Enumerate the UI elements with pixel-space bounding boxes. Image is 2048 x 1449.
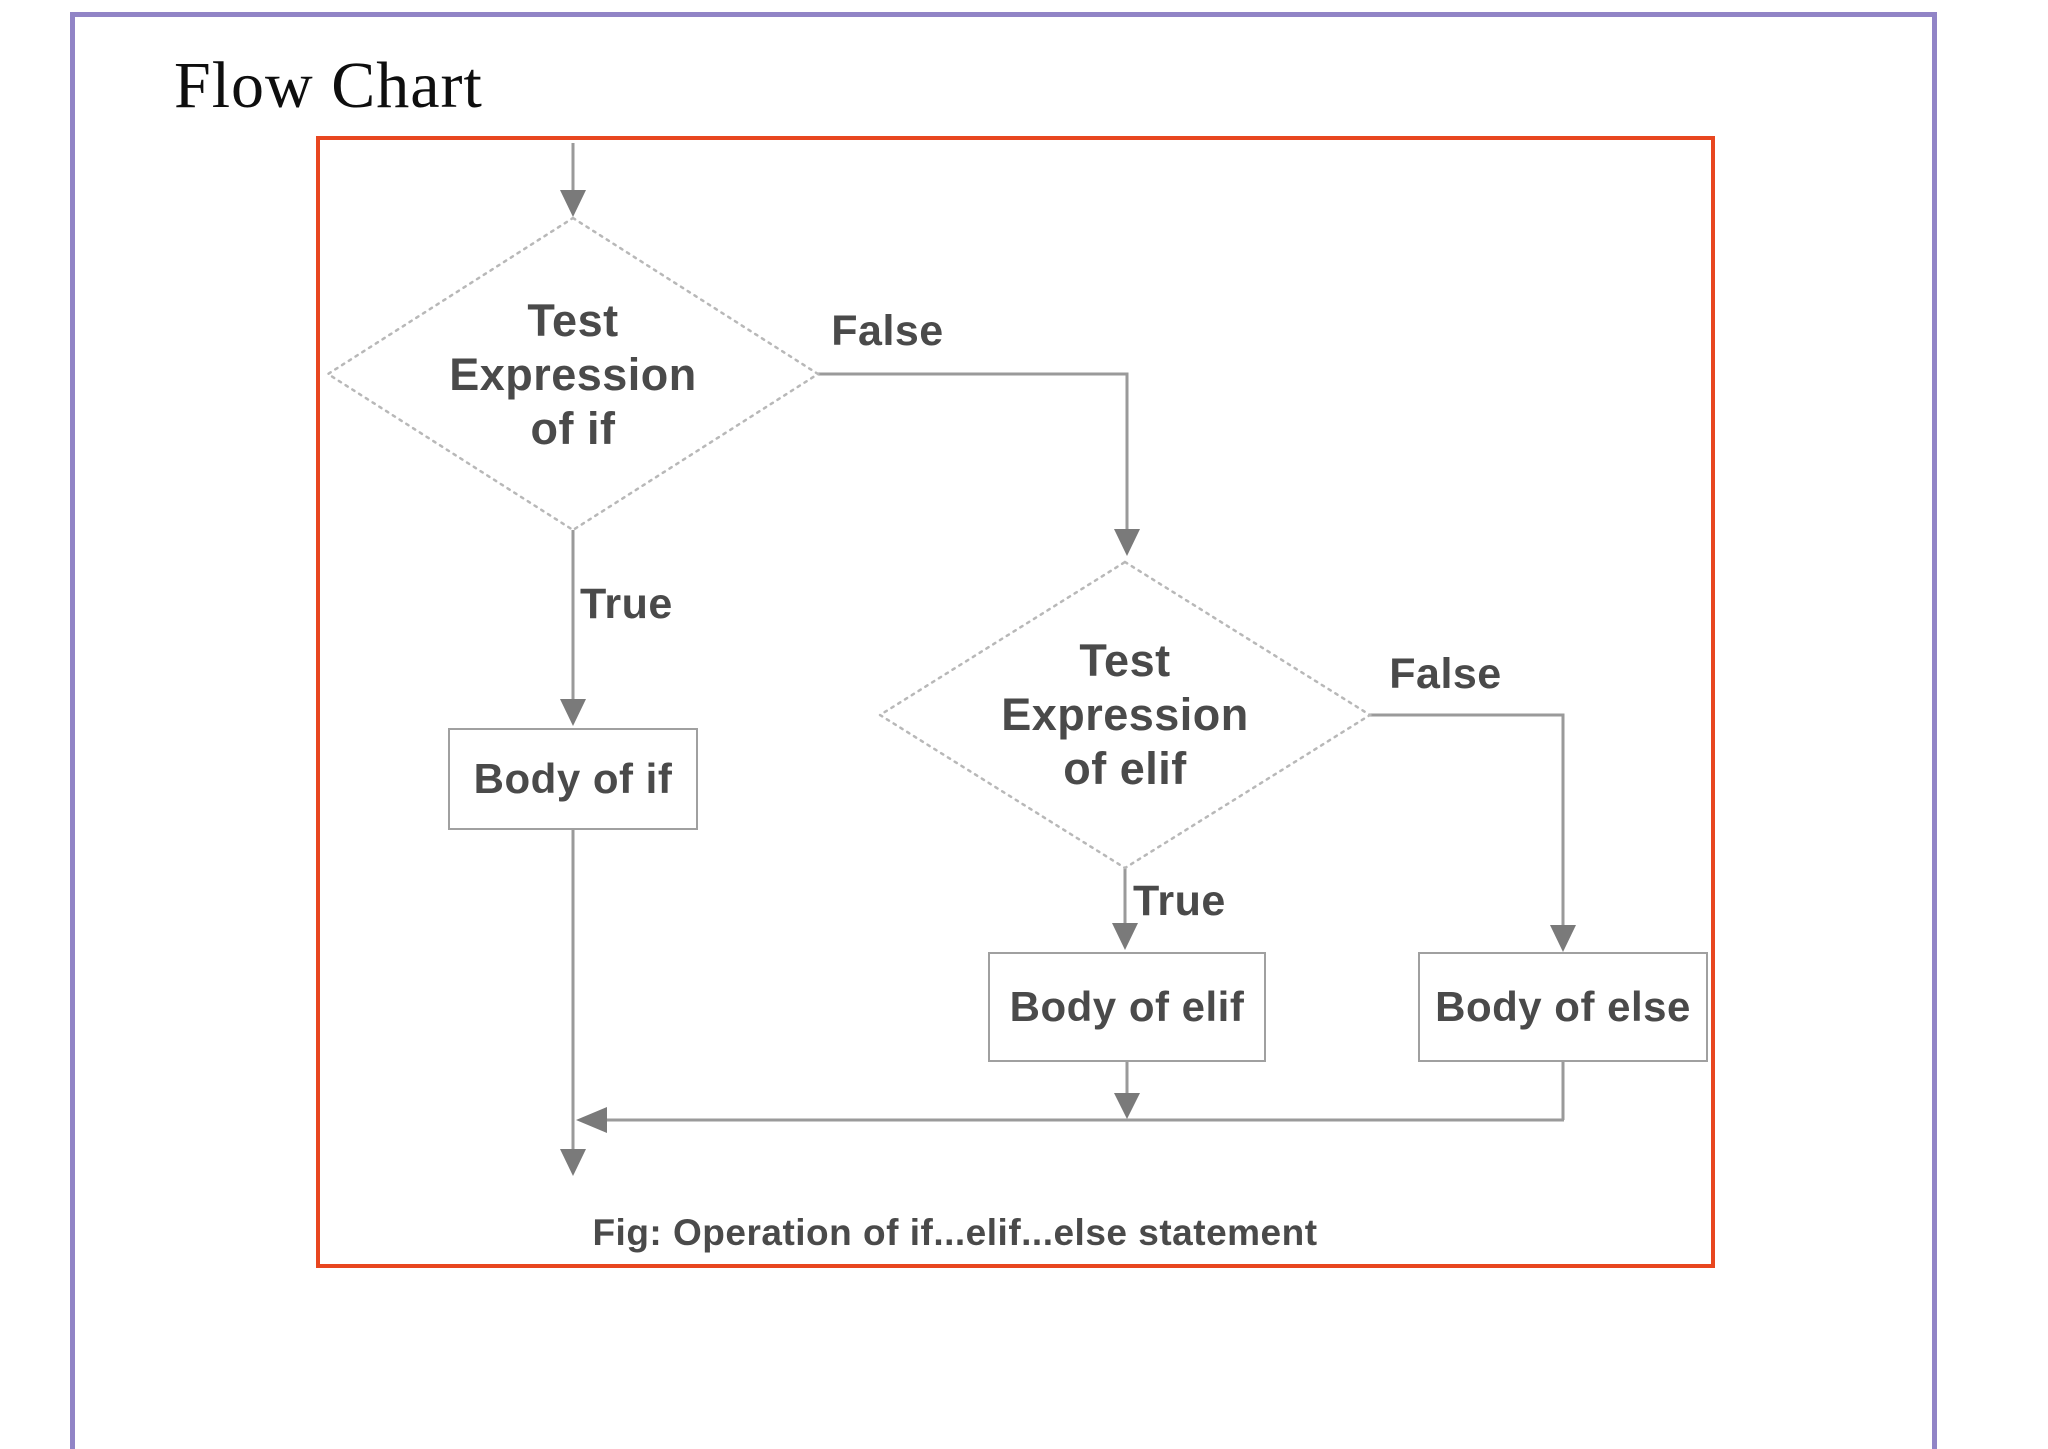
- arrowhead-into-body-if: [560, 699, 586, 726]
- arrowhead-into-if-diamond: [560, 190, 586, 217]
- slide-frame-border: [70, 12, 1937, 1449]
- node-body-if: Body of if: [448, 728, 698, 830]
- diamond-elif-label: Test Expression of elif: [925, 634, 1325, 796]
- arrowhead-join-left: [576, 1107, 607, 1133]
- label-elif-false: False: [1389, 650, 1502, 698]
- figure-border: [316, 136, 1715, 1268]
- node-body-elif: Body of elif: [988, 952, 1266, 1062]
- diamond-if-line1: Test: [527, 295, 619, 346]
- diamond-if-line3: of if: [530, 403, 616, 454]
- decision-diamond-elif: [877, 560, 1373, 870]
- diamond-elif-line3: of elif: [1063, 743, 1187, 794]
- diamond-elif-line1: Test: [1079, 635, 1171, 686]
- arrowhead-into-elif-diamond: [1114, 529, 1140, 556]
- connector-elif-false-to-body-else: [1370, 713, 1565, 938]
- arrowhead-into-body-elif: [1112, 923, 1138, 950]
- label-if-false: False: [831, 307, 944, 355]
- page-title: Flow Chart: [174, 49, 483, 122]
- diamond-if-line2: Expression: [449, 349, 697, 400]
- decision-diamond-if: [325, 216, 821, 532]
- diamond-if-label: Test Expression of if: [373, 294, 773, 456]
- node-body-else: Body of else: [1418, 952, 1708, 1062]
- arrowhead-into-body-else: [1550, 925, 1576, 952]
- connector-if-false-to-elif: [818, 372, 1129, 532]
- arrowhead-final-down: [560, 1149, 586, 1176]
- label-elif-true: True: [1133, 877, 1226, 925]
- label-if-true: True: [580, 580, 673, 628]
- figure-caption: Fig: Operation of if...elif...else state…: [592, 1212, 1318, 1253]
- diamond-elif-line2: Expression: [1001, 689, 1249, 740]
- arrowhead-elif-into-join: [1114, 1093, 1140, 1119]
